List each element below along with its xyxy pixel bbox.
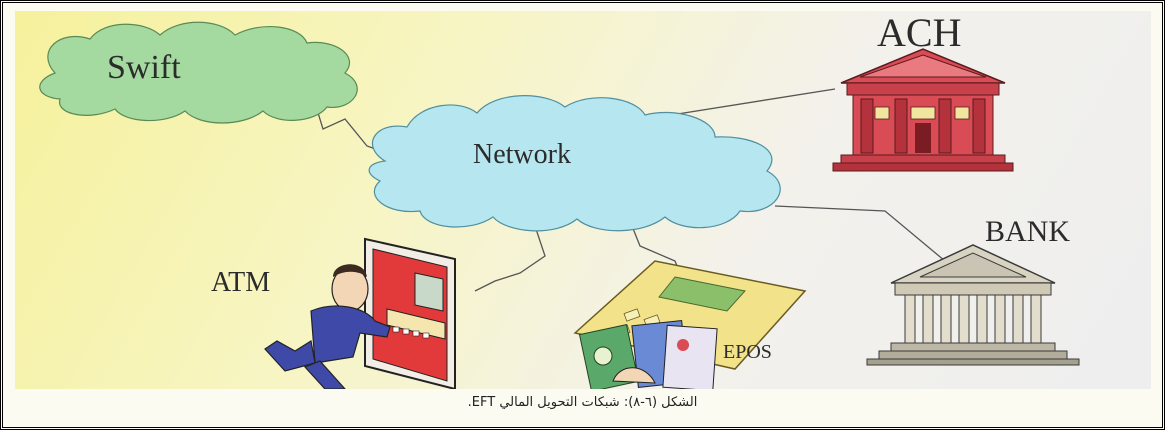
- network-label: Network: [473, 139, 571, 170]
- epos-terminal-icon: [573, 260, 807, 389]
- diagram-canvas: [39, 21, 1080, 389]
- swift-label: Swift: [107, 49, 181, 86]
- ach-building-icon: [832, 48, 1014, 172]
- atm-machine-icon: [364, 237, 456, 389]
- swift-cloud: [39, 21, 358, 124]
- network-bank-link: [774, 205, 946, 262]
- person-icon: [264, 264, 391, 389]
- network-atm-link: [474, 225, 546, 292]
- epos-label: EPOS: [723, 341, 772, 363]
- figure-caption: الشكل (٦-٨): شبكات التحويل المالي EFT.: [467, 395, 698, 410]
- network-ach-link: [664, 88, 836, 117]
- bank-label: BANK: [985, 215, 1071, 248]
- bank-building-icon: [866, 244, 1080, 366]
- ach-label: ACH: [877, 11, 962, 55]
- eft-network-diagram: Swift Network ACH BANK ATM EPOS: [15, 11, 1151, 389]
- atm-label: ATM: [211, 267, 271, 298]
- network-cloud: [368, 95, 781, 232]
